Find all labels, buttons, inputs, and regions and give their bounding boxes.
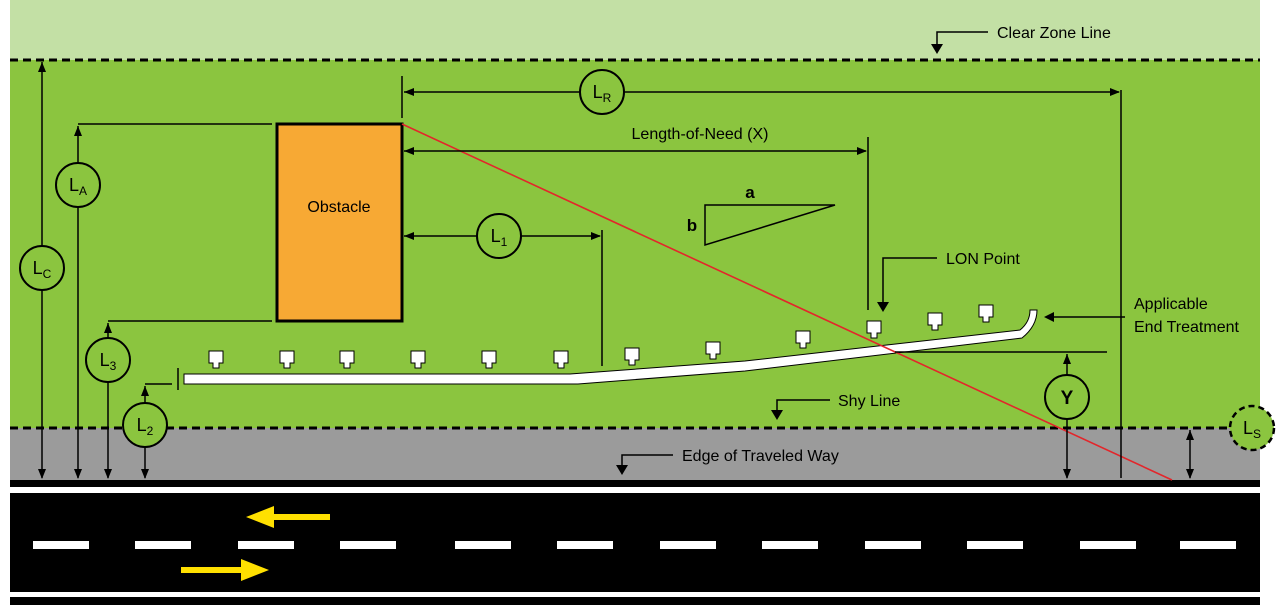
far-edge-line xyxy=(10,592,1260,597)
svg-text:LC: LC xyxy=(33,258,52,281)
svg-text:L2: L2 xyxy=(137,415,154,438)
traffic-arrow-left xyxy=(246,506,330,528)
far-edge-black xyxy=(10,597,1260,605)
end-treatment-label-2: End Treatment xyxy=(1134,319,1240,336)
lon-point-label: LON Point xyxy=(946,251,1020,268)
runout-line xyxy=(401,123,1173,481)
svg-text:L1: L1 xyxy=(491,226,508,249)
guardrail xyxy=(183,309,1038,385)
edge-way-label: Edge of Traveled Way xyxy=(682,448,839,465)
svg-text:LR: LR xyxy=(593,82,612,105)
center-lane-dashes xyxy=(33,541,1236,549)
flare-b-label: b xyxy=(687,216,697,235)
dim-circle-l2: L2 xyxy=(122,402,168,448)
shy-line-leader xyxy=(776,399,830,412)
dim-circle-lr: LR xyxy=(579,69,625,115)
flare-rate-triangle xyxy=(704,204,836,247)
guardrail-posts xyxy=(208,304,994,369)
edge-way-leader xyxy=(621,454,673,467)
roadway xyxy=(10,493,1260,592)
dim-circle-l3: L3 xyxy=(85,337,131,383)
shy-line-label: Shy Line xyxy=(838,393,900,410)
shoulder xyxy=(10,428,1260,480)
svg-text:LA: LA xyxy=(69,175,87,198)
end-treatment-label-1: Applicable xyxy=(1134,296,1208,313)
lon-label: Length-of-Need (X) xyxy=(632,126,769,143)
svg-text:L3: L3 xyxy=(100,350,117,373)
obstacle-label: Obstacle xyxy=(307,199,370,216)
clear-zone-label: Clear Zone Line xyxy=(997,25,1111,42)
clear-zone-band xyxy=(10,0,1260,60)
svg-text:Y: Y xyxy=(1061,388,1074,409)
dim-circle-lc: LC xyxy=(19,245,65,291)
lon-point-leader xyxy=(882,257,937,304)
dim-circle-la: LA xyxy=(55,162,101,208)
svg-text:LS: LS xyxy=(1243,418,1261,441)
edge-line-white xyxy=(10,487,1260,493)
obstacle-box xyxy=(275,122,404,323)
flare-a-label: a xyxy=(745,183,755,202)
dim-circle-y: Y xyxy=(1044,374,1090,420)
dim-circle-ls: LS xyxy=(1228,404,1276,452)
dim-circle-l1: L1 xyxy=(476,213,522,259)
edge-line-stripe xyxy=(10,480,1260,487)
clear-zone-leader xyxy=(936,31,988,46)
traffic-arrow-right xyxy=(181,559,269,581)
